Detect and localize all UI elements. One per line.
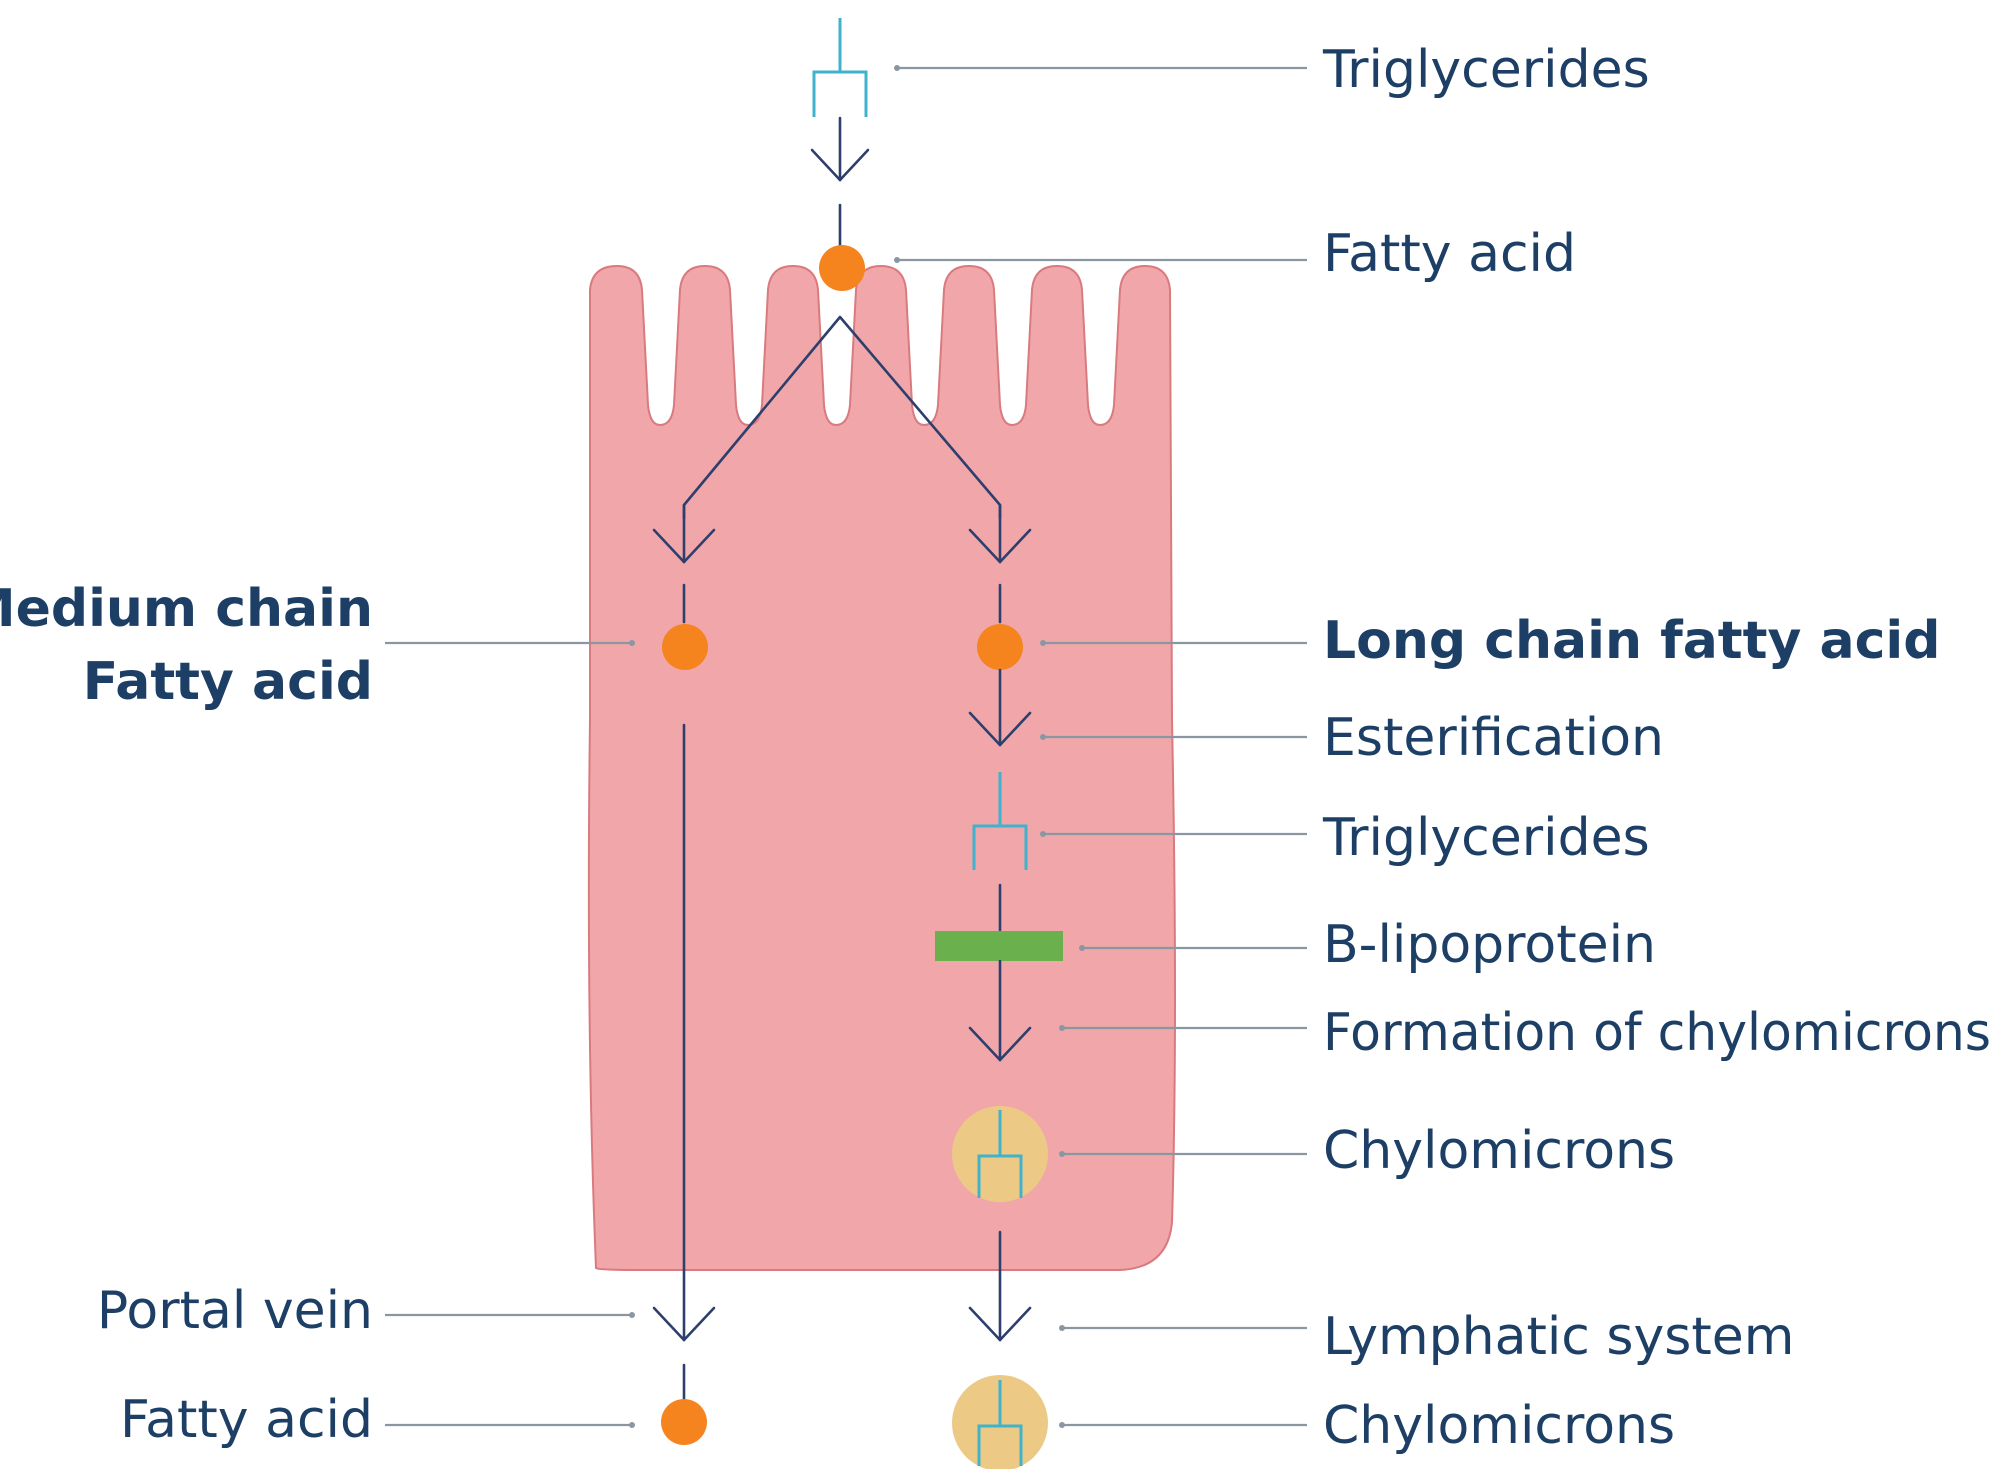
label-medium-chain-line1: Medium chain — [0, 579, 373, 639]
medium-chain-fatty-acid-icon — [662, 624, 708, 670]
label-long-chain-fatty-acid: Long chain fatty acid — [1323, 611, 1940, 671]
label-chylomicrons-bottom: Chylomicrons — [1323, 1396, 1675, 1456]
triglyceride-top-icon — [814, 18, 866, 117]
label-portal-vein: Portal vein — [97, 1281, 373, 1341]
label-fatty-acid-bottom: Fatty acid — [120, 1390, 373, 1450]
label-medium-chain-line2: Fatty acid — [83, 652, 373, 712]
long-chain-fatty-acid-icon — [977, 624, 1023, 670]
label-formation-of-chylomicrons: Formation of chylomicrons — [1323, 1003, 1991, 1063]
label-triglycerides-mid: Triglycerides — [1322, 808, 1650, 868]
label-chylomicrons-inside: Chylomicrons — [1323, 1121, 1675, 1181]
enterocyte-cell — [589, 266, 1175, 1270]
label-triglycerides-top: Triglycerides — [1322, 40, 1650, 100]
chylomicron-bottom-icon — [952, 1375, 1048, 1469]
label-fatty-acid-top: Fatty acid — [1323, 224, 1576, 284]
chylomicron-inside-icon — [952, 1106, 1048, 1202]
fatty-acid-bottom-icon — [661, 1399, 707, 1445]
fatty-acid-top-icon — [819, 245, 865, 291]
b-lipoprotein-icon — [935, 931, 1063, 961]
arrow-down-icon — [812, 118, 868, 180]
label-esterification: Esterification — [1323, 708, 1664, 768]
label-b-lipoprotein: B-lipoprotein — [1323, 915, 1656, 975]
label-lymphatic-system: Lymphatic system — [1323, 1307, 1794, 1367]
